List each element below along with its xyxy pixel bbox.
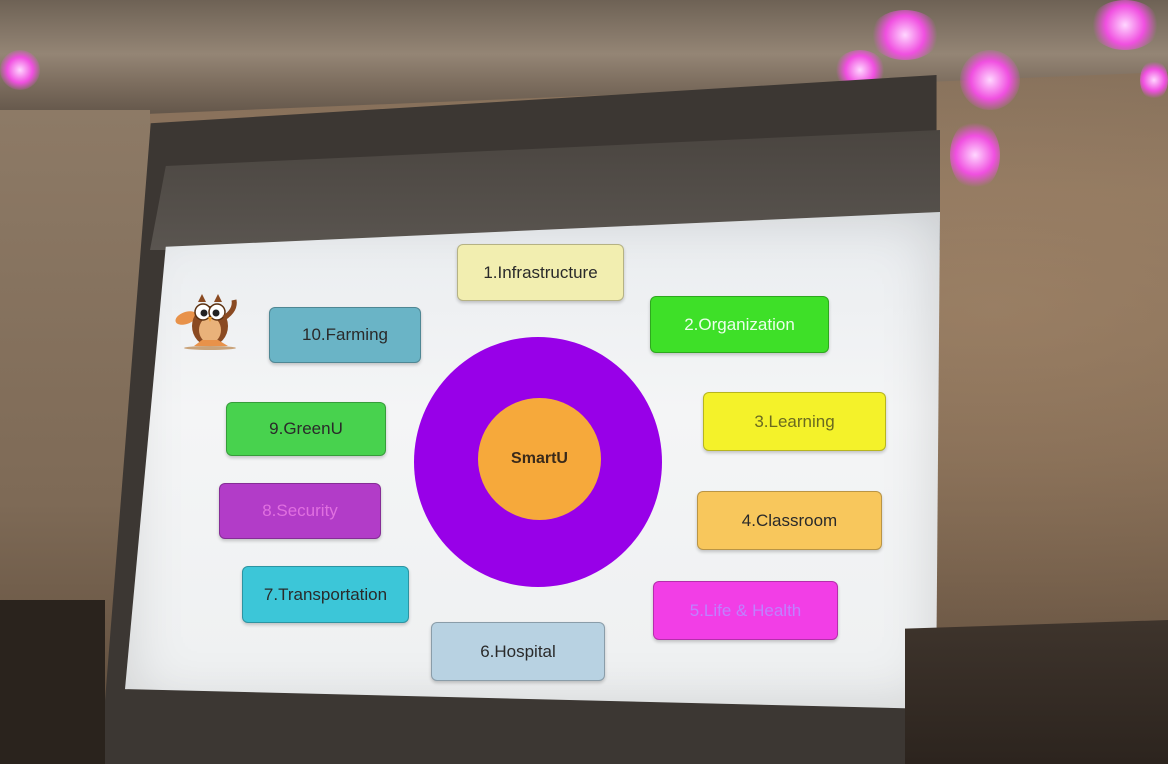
owl-mascot-icon	[175, 294, 237, 350]
item-greenu: 9.GreenU	[226, 402, 386, 456]
item-infrastructure: 1.Infrastructure	[457, 244, 624, 301]
disco-light-spot	[0, 50, 40, 90]
item-classroom: 4.Classroom	[697, 491, 882, 550]
item-security: 8.Security	[219, 483, 381, 539]
item-transportation: 7.Transportation	[242, 566, 409, 623]
item-label: 2.Organization	[684, 314, 795, 334]
disco-light-spot	[1090, 0, 1160, 50]
item-label: 4.Classroom	[741, 510, 838, 530]
smartu-label: SmartU	[511, 450, 568, 467]
item-label: 8.Security	[262, 501, 338, 520]
item-organization: 2.Organization	[650, 296, 829, 353]
item-learning: 3.Learning	[703, 392, 886, 451]
item-hospital: 6.Hospital	[431, 622, 605, 681]
disco-light-spot	[960, 50, 1020, 110]
disco-light-spot	[870, 10, 940, 60]
item-label: 7.Transportation	[263, 584, 388, 604]
disco-light-spot	[1140, 60, 1168, 100]
item-label: 10.Farming	[302, 325, 388, 344]
item-label: 6.Hospital	[480, 641, 556, 661]
foreground-left-object	[0, 600, 105, 764]
item-label: 9.GreenU	[269, 419, 343, 438]
smartu-center: SmartU	[478, 398, 601, 520]
item-label: 3.Learning	[754, 411, 835, 431]
item-label: 5.Life & Health	[689, 600, 802, 620]
item-label: 1.Infrastructure	[483, 262, 598, 282]
disco-light-spot	[950, 120, 1000, 190]
foreground-right-object	[905, 620, 1168, 764]
item-life-health: 5.Life & Health	[653, 581, 838, 640]
item-farming: 10.Farming	[269, 307, 421, 363]
